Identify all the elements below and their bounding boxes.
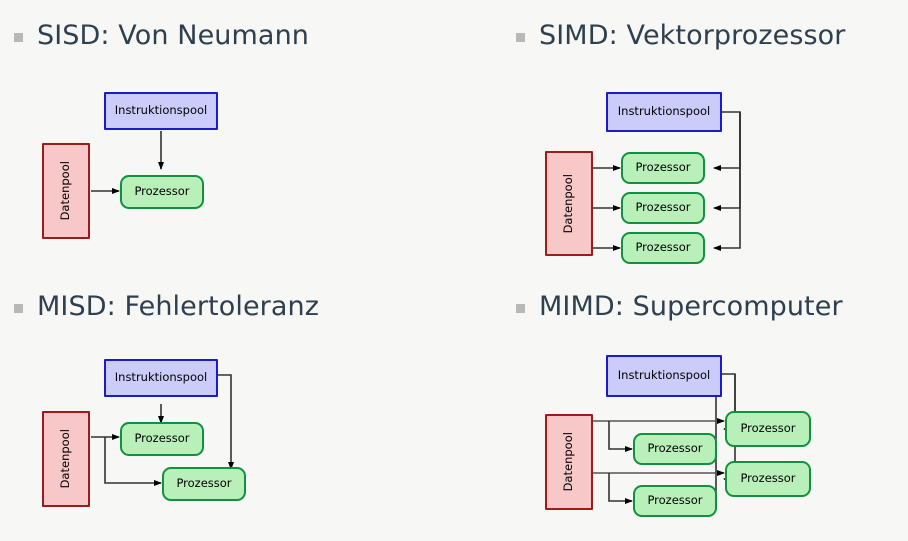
node-data-pool[interactable]: Datenpool xyxy=(545,151,593,256)
node-data-pool[interactable]: Datenpool xyxy=(42,143,90,239)
heading-mimd: MIMD: Supercomputer xyxy=(516,293,843,320)
diagram-mimd: Instruktionspool Datenpool Prozessor Pro… xyxy=(454,271,908,541)
node-processor-right-2[interactable]: Prozessor xyxy=(725,461,811,497)
quadrant-mimd: MIMD: Supercomputer Instruktionsp xyxy=(454,271,908,541)
node-processor-right-2-label: Prozessor xyxy=(740,471,796,486)
node-processor-left-2-label: Prozessor xyxy=(647,493,703,508)
heading-sisd-label: SISD: Von Neumann xyxy=(37,20,309,51)
heading-misd-label: MISD: Fehlertoleranz xyxy=(37,291,320,322)
node-processor-3-label: Prozessor xyxy=(635,240,691,255)
node-processor-2-label: Prozessor xyxy=(176,476,232,491)
node-data-pool[interactable]: Datenpool xyxy=(42,411,90,507)
heading-sisd: SISD: Von Neumann xyxy=(14,22,309,49)
node-instruction-pool-label: Instruktionspool xyxy=(617,368,711,383)
node-processor-right-1-label: Prozessor xyxy=(740,421,796,436)
diagram-sisd: Instruktionspool Datenpool Prozessor xyxy=(0,0,454,270)
heading-simd-label: SIMD: Vektorprozessor xyxy=(539,20,846,51)
diagram-simd: Instruktionspool Datenpool Prozessor Pro… xyxy=(454,0,908,270)
node-processor-2[interactable]: Prozessor xyxy=(162,467,246,501)
node-processor-right-1[interactable]: Prozessor xyxy=(725,411,811,447)
edge-data-to-left-processor-1 xyxy=(608,421,633,452)
node-instruction-pool[interactable]: Instruktionspool xyxy=(104,359,218,397)
node-instruction-pool[interactable]: Instruktionspool xyxy=(606,355,722,397)
node-processor-1-label: Prozessor xyxy=(635,160,691,175)
quadrant-misd: MISD: Fehlertoleranz Instruktionspool Da… xyxy=(0,271,454,541)
node-instruction-pool[interactable]: Instruktionspool xyxy=(606,92,722,132)
node-data-pool[interactable]: Datenpool xyxy=(545,414,593,510)
node-data-pool-label: Datenpool xyxy=(561,432,576,492)
node-processor-left-1-label: Prozessor xyxy=(647,441,703,456)
diagram-misd: Instruktionspool Datenpool Prozessor Pro… xyxy=(0,271,454,541)
bullet-square-icon xyxy=(516,304,525,313)
quadrant-sisd: SISD: Von Neumann Instruktionspool Daten… xyxy=(0,0,454,270)
node-processor-2[interactable]: Prozessor xyxy=(621,192,705,224)
quadrant-simd: SIMD: Vektorprozessor Instruktionspool D… xyxy=(454,0,908,270)
heading-misd: MISD: Fehlertoleranz xyxy=(14,293,319,320)
edge-instruction-to-processor-3 xyxy=(713,112,741,251)
diagram-sisd-connectors xyxy=(91,131,164,194)
node-data-pool-label: Datenpool xyxy=(58,161,73,221)
heading-simd: SIMD: Vektorprozessor xyxy=(516,22,846,49)
edge-instruction-to-processor-2 xyxy=(218,374,234,470)
diagram-simd-connectors xyxy=(593,111,741,251)
node-processor-1-label: Prozessor xyxy=(134,184,190,199)
diagram-misd-connectors xyxy=(91,374,234,486)
node-data-pool-label: Datenpool xyxy=(561,173,576,234)
bullet-square-icon xyxy=(14,33,23,42)
edge-data-to-left-processor-2 xyxy=(608,473,633,504)
heading-mimd-label: MIMD: Supercomputer xyxy=(539,291,843,322)
node-processor-3[interactable]: Prozessor xyxy=(621,232,705,264)
node-instruction-pool[interactable]: Instruktionspool xyxy=(104,92,218,130)
node-processor-left-2[interactable]: Prozessor xyxy=(633,485,717,517)
node-processor-2-label: Prozessor xyxy=(635,200,691,215)
node-processor-1[interactable]: Prozessor xyxy=(120,422,204,456)
node-processor-1[interactable]: Prozessor xyxy=(120,175,204,209)
node-processor-1-label: Prozessor xyxy=(134,431,190,446)
node-processor-1[interactable]: Prozessor xyxy=(621,152,705,184)
bullet-square-icon xyxy=(14,304,23,313)
node-instruction-pool-label: Instruktionspool xyxy=(617,104,711,119)
bullet-square-icon xyxy=(516,33,525,42)
node-instruction-pool-label: Instruktionspool xyxy=(114,370,208,385)
node-instruction-pool-label: Instruktionspool xyxy=(114,103,208,118)
node-processor-left-1[interactable]: Prozessor xyxy=(633,433,717,465)
node-data-pool-label: Datenpool xyxy=(58,429,73,489)
edge-data-to-processor-2 xyxy=(104,437,162,486)
